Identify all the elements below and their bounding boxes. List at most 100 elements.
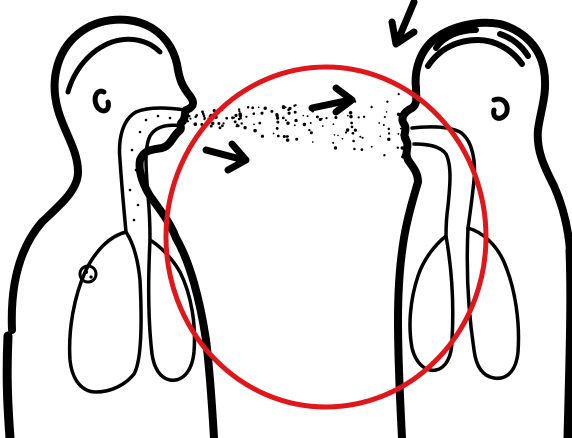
droplet-particle bbox=[384, 116, 386, 118]
droplet-particle bbox=[362, 137, 364, 139]
droplet-particle bbox=[196, 114, 199, 117]
droplet-particle bbox=[397, 113, 400, 116]
droplet-particle bbox=[187, 114, 189, 116]
droplet-particle bbox=[211, 122, 214, 125]
droplet-particle bbox=[217, 122, 220, 125]
droplet-particle bbox=[285, 119, 287, 121]
droplet-particle bbox=[386, 111, 388, 113]
droplet-particle bbox=[283, 135, 286, 138]
droplet-particle bbox=[386, 101, 388, 103]
droplet-particle bbox=[363, 116, 365, 118]
droplet-particle bbox=[302, 115, 304, 117]
droplet-particle bbox=[350, 122, 353, 125]
droplet-particle bbox=[303, 123, 306, 126]
droplet-particle bbox=[225, 117, 228, 120]
droplet-particle bbox=[361, 148, 364, 151]
droplet-particle bbox=[295, 119, 298, 122]
droplet-particle bbox=[354, 129, 357, 132]
droplet-particle bbox=[252, 112, 255, 115]
droplet-particle bbox=[294, 124, 296, 126]
droplet-particle bbox=[349, 115, 352, 118]
droplet-particle bbox=[352, 132, 355, 135]
droplet-particle bbox=[351, 126, 354, 129]
droplet-particle bbox=[407, 138, 409, 140]
droplet-particle bbox=[210, 125, 213, 128]
droplet-particle bbox=[253, 129, 257, 133]
droplet-particle bbox=[358, 116, 360, 118]
droplet-particle bbox=[183, 121, 186, 124]
droplet-particle bbox=[235, 114, 237, 116]
droplet-particle bbox=[219, 126, 222, 129]
droplet-particle bbox=[387, 138, 390, 141]
droplet-particle bbox=[322, 125, 324, 127]
droplet-particle bbox=[239, 114, 242, 117]
droplet-particle bbox=[287, 135, 289, 137]
speaker-back bbox=[7, 336, 10, 438]
droplet-particle bbox=[282, 105, 286, 109]
droplet-particle bbox=[240, 122, 242, 124]
droplet-particle bbox=[397, 133, 399, 135]
listener-ear bbox=[494, 99, 508, 118]
droplet-particle bbox=[245, 116, 247, 118]
droplet-cloud bbox=[183, 93, 411, 158]
droplet-particle bbox=[276, 121, 279, 124]
droplet-particle bbox=[293, 105, 295, 107]
droplet-particle bbox=[332, 142, 334, 144]
droplet-particle bbox=[347, 115, 349, 117]
droplet-particle bbox=[187, 120, 189, 122]
droplet-particle bbox=[234, 117, 236, 119]
droplet-particle bbox=[345, 131, 347, 133]
droplet-particle bbox=[388, 128, 390, 130]
droplet-particle bbox=[243, 126, 246, 129]
droplet-particle bbox=[371, 146, 373, 148]
droplet-particle bbox=[359, 136, 361, 138]
droplet-particle bbox=[287, 108, 290, 111]
speaker-left-lung bbox=[70, 232, 141, 392]
droplet-particle bbox=[221, 124, 224, 127]
droplet-particle bbox=[378, 122, 380, 124]
droplet-particle bbox=[194, 122, 198, 126]
droplet-particle bbox=[402, 153, 404, 155]
down-left-arrow-icon bbox=[392, 2, 414, 44]
droplet-particle bbox=[277, 135, 280, 138]
droplet-particle bbox=[253, 124, 255, 126]
droplet-particle bbox=[270, 110, 273, 113]
droplet-particle bbox=[273, 133, 275, 135]
droplet-particle bbox=[337, 135, 339, 137]
droplet-particle bbox=[223, 122, 225, 124]
droplet-particle bbox=[400, 134, 402, 136]
droplet-particle bbox=[251, 106, 254, 109]
droplet-particle bbox=[258, 122, 261, 125]
droplet-particle bbox=[260, 112, 263, 115]
droplet-particle bbox=[261, 135, 264, 138]
droplet-particle bbox=[346, 128, 350, 132]
droplet-particle bbox=[334, 146, 337, 149]
droplet-particle bbox=[307, 115, 309, 117]
droplet-particle bbox=[189, 118, 191, 120]
speaker-figure bbox=[7, 20, 214, 438]
speaker-head-outline bbox=[12, 20, 193, 330]
droplet-particle bbox=[352, 140, 355, 143]
speaker-hair bbox=[68, 39, 160, 92]
droplet-particle bbox=[379, 135, 381, 137]
droplet-particle bbox=[401, 155, 404, 158]
droplet-particle bbox=[383, 154, 385, 156]
droplet-particle bbox=[388, 132, 390, 134]
droplet-particle bbox=[334, 116, 337, 119]
droplet-particle bbox=[406, 123, 408, 125]
speaker-ear bbox=[95, 91, 108, 111]
droplet-particle bbox=[234, 120, 237, 123]
droplet-particle bbox=[282, 117, 285, 120]
droplet-particle bbox=[286, 138, 289, 141]
droplet-particle bbox=[247, 106, 250, 109]
droplet-particle bbox=[288, 112, 291, 115]
droplet-particle bbox=[383, 124, 385, 126]
droplet-particle bbox=[321, 118, 323, 120]
droplet-particle bbox=[204, 118, 206, 120]
right-arrow-icon bbox=[206, 144, 246, 170]
droplet-particle bbox=[276, 127, 279, 130]
droplet-particle bbox=[334, 134, 336, 136]
droplet-particle bbox=[342, 138, 344, 140]
droplet-particle bbox=[310, 122, 312, 124]
